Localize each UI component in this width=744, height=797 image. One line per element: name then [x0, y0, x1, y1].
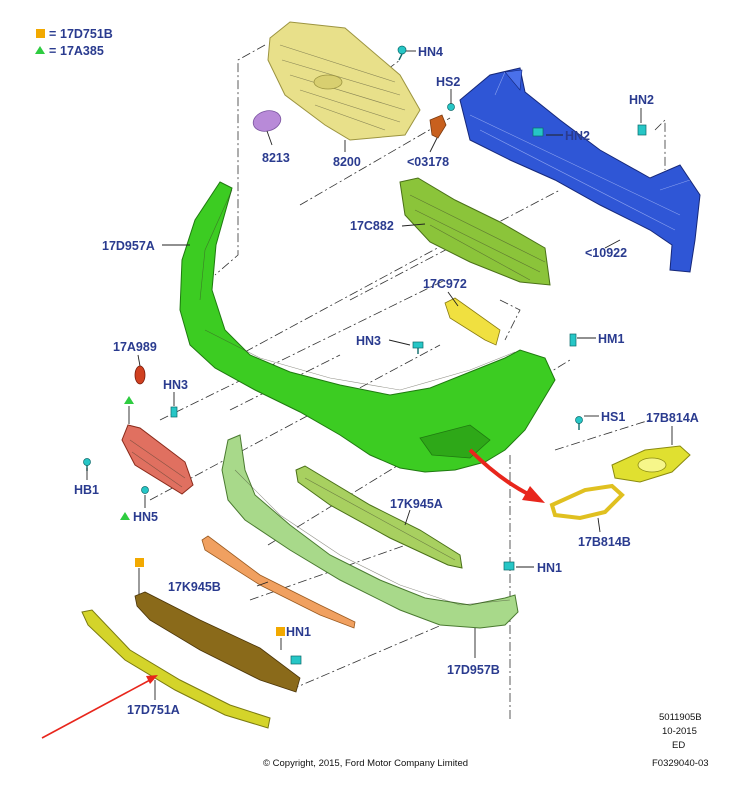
- label-17k945a: 17K945A: [390, 497, 443, 511]
- label-17a989: 17A989: [113, 340, 157, 354]
- clip-fastener-icon: [575, 416, 583, 430]
- label-17c972: 17C972: [423, 277, 467, 291]
- triangle-marker-icon: [120, 512, 130, 520]
- clip-fastener-icon: [290, 655, 302, 665]
- label-03178: <03178: [407, 155, 449, 169]
- legend-triangle-code: 17A385: [60, 44, 104, 58]
- label-hn3-upper: HN3: [356, 334, 381, 348]
- clip-fastener-icon: [170, 406, 178, 418]
- small-bracket[interactable]: [429, 114, 447, 139]
- label-hb1: HB1: [74, 483, 99, 497]
- copyright-notice: © Copyright, 2015, Ford Motor Company Li…: [263, 758, 468, 769]
- footer: © Copyright, 2015, Ford Motor Company Li…: [263, 712, 709, 769]
- label-17d751a: 17D751A: [127, 703, 180, 717]
- triangle-marker-icon: [35, 46, 45, 54]
- emblem[interactable]: [251, 108, 283, 135]
- clip-fastener-icon: [503, 561, 515, 571]
- label-hn2-top: HN2: [629, 93, 654, 107]
- arrowhead-icon: [522, 486, 545, 503]
- label-hm1: HM1: [598, 332, 624, 346]
- label-hn1-right: HN1: [537, 561, 562, 575]
- trim-strip[interactable]: [201, 535, 356, 629]
- leader-lines: [86, 50, 673, 700]
- legend-square-code: 17D751B: [60, 27, 113, 41]
- label-8200: 8200: [333, 155, 361, 169]
- label-hs1: HS1: [601, 410, 625, 424]
- legend-triangle-prefix: =: [49, 44, 56, 58]
- legend: = 17D751B = 17A385: [35, 27, 113, 58]
- square-marker-icon: [36, 29, 45, 38]
- grille[interactable]: [267, 21, 421, 141]
- label-17d957a: 17D957A: [102, 239, 155, 253]
- fog-bezel-upper[interactable]: [611, 445, 691, 483]
- license-plate-bracket[interactable]: [121, 424, 194, 495]
- clip-fastener-icon: [569, 333, 577, 347]
- ref-line-2: 10-2015: [662, 726, 697, 737]
- ref-line-3: ED: [672, 740, 685, 751]
- ref-line-4: F0329040-03: [652, 758, 709, 769]
- ref-line-1: 5011905B: [659, 712, 702, 723]
- label-17c882: 17C882: [350, 219, 394, 233]
- lower-bumper-panel[interactable]: [221, 434, 519, 629]
- grille-emblem-mount: [313, 74, 343, 90]
- label-hs2: HS2: [436, 75, 460, 89]
- clip-fastener-icon: [397, 45, 407, 61]
- air-deflector[interactable]: [134, 591, 301, 693]
- label-17k945b: 17K945B: [168, 580, 221, 594]
- label-hn3-lower: HN3: [163, 378, 188, 392]
- part-labels: HN4 HS2 HN2 HN2 8213 8200 <03178 17C882 …: [74, 45, 699, 717]
- label-hn1-left: HN1: [286, 625, 311, 639]
- clip-fastener-icon: [412, 341, 424, 354]
- square-marker-icon: [135, 558, 144, 567]
- fasteners: [83, 45, 647, 665]
- clip-fastener-icon: [532, 127, 544, 137]
- arrowhead-icon: [146, 675, 158, 684]
- label-17d957b: 17D957B: [447, 663, 500, 677]
- label-hn2-mid: HN2: [565, 129, 590, 143]
- bumper-bracket[interactable]: [444, 297, 501, 346]
- front-lip-spoiler[interactable]: [81, 609, 271, 729]
- triangle-marker-icon: [124, 396, 134, 404]
- label-10922: <10922: [585, 246, 627, 260]
- clip-fastener-icon: [447, 103, 455, 111]
- energy-absorber[interactable]: [399, 177, 551, 286]
- reflector[interactable]: [134, 365, 146, 385]
- label-hn4: HN4: [418, 45, 443, 59]
- fog-bezel-lower[interactable]: [549, 483, 625, 521]
- label-8213: 8213: [262, 151, 290, 165]
- clip-fastener-icon: [637, 124, 647, 136]
- label-17b814b: 17B814B: [578, 535, 631, 549]
- legend-square-prefix: =: [49, 27, 56, 41]
- bumper-reinforcement[interactable]: [459, 67, 701, 273]
- lower-grille-insert[interactable]: [295, 465, 463, 569]
- highlight-arrows: [41, 448, 545, 739]
- clip-fastener-icon: [141, 486, 149, 494]
- label-17b814a: 17B814A: [646, 411, 699, 425]
- square-marker-icon: [276, 627, 285, 636]
- label-hn5: HN5: [133, 510, 158, 524]
